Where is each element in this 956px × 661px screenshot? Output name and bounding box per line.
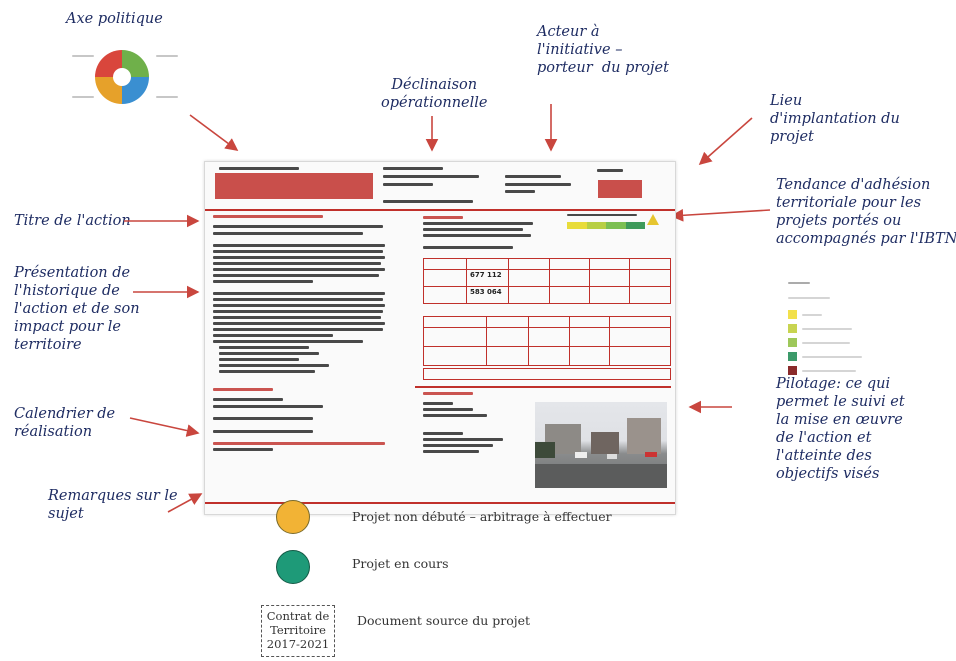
legend-en-cours: Projet en cours xyxy=(352,556,449,571)
label-titre-action: Titre de l'action xyxy=(14,213,131,229)
legend-green-dot xyxy=(276,550,310,584)
header-lieu-box xyxy=(598,180,642,198)
label-declinaison: Déclinaison opérationnelle xyxy=(381,77,488,111)
label-presentation: Présentation de l'historique de l'action… xyxy=(14,265,140,353)
legend-source: Document source du projet xyxy=(357,613,531,628)
axe-politique-wheel xyxy=(93,48,151,106)
project-sheet-thumbnail: 677 112 583 064 xyxy=(204,161,676,515)
amount-1: 677 112 xyxy=(470,271,502,279)
project-photo xyxy=(535,402,667,488)
finance-table-1: 677 112 583 064 xyxy=(423,258,671,304)
mini-legend-panel xyxy=(788,282,870,376)
amount-2: 583 064 xyxy=(470,288,502,296)
finance-table-3 xyxy=(423,368,671,380)
adhesion-bar xyxy=(567,222,645,229)
warning-icon xyxy=(647,214,659,225)
arrow-tendance xyxy=(670,208,771,222)
source-document-box: Contrat de Territoire 2017-2021 xyxy=(261,605,335,657)
arrow-lieu xyxy=(698,117,753,166)
arrow-remarques xyxy=(167,493,203,513)
header-axe-box xyxy=(215,173,373,199)
legend-yellow-dot xyxy=(276,500,310,534)
label-calendrier: Calendrier de réalisation xyxy=(14,406,116,440)
label-axe-politique: Axe politique xyxy=(66,11,163,27)
arrow-calendrier xyxy=(129,417,200,437)
legend-non-debute: Projet non débuté – arbitrage à effectue… xyxy=(352,509,612,524)
label-lieu: Lieu d'implantation du projet xyxy=(770,93,900,145)
label-acteur: Acteur à l'initiative – porteur du proje… xyxy=(537,24,669,76)
finance-table-2 xyxy=(423,316,671,366)
label-tendance: Tendance d'adhésion territoriale pour le… xyxy=(776,177,956,247)
arrow-axe xyxy=(189,114,239,151)
label-pilotage: Pilotage: ce qui permet le suivi et la m… xyxy=(776,376,905,482)
label-remarques: Remarques sur le sujet xyxy=(48,488,178,522)
